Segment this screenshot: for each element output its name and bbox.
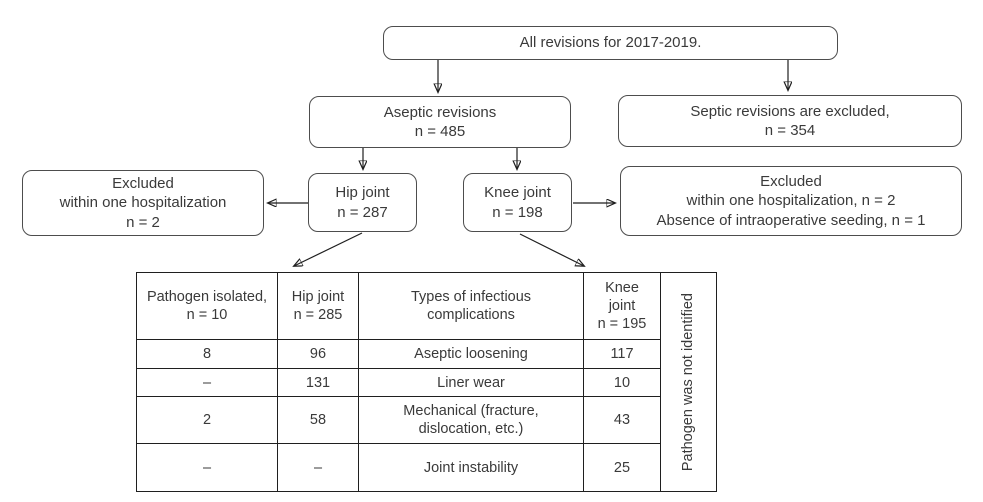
table-cell: Joint instability — [358, 443, 584, 493]
table-cell: – — [136, 443, 278, 493]
table-header-hip-joint: Hip joint n = 285 — [277, 271, 359, 341]
table-cell: – — [277, 443, 359, 493]
box-excluded-right: Excluded within one hospitalization, n =… — [620, 166, 962, 236]
box-hip-joint: Hip joint n = 287 — [308, 173, 417, 232]
table-cell: Aseptic loosening — [358, 339, 584, 370]
table-cell: Liner wear — [358, 368, 584, 398]
table-cell: 8 — [136, 339, 278, 370]
arrow-hip-to-table — [294, 232, 363, 266]
box-septic-revisions-excluded: Septic revisions are excluded, n = 354 — [618, 95, 962, 147]
table-cell: 96 — [277, 339, 359, 370]
table-cell: 25 — [583, 443, 661, 493]
table-cell: Mechanical (fracture, dislocation, etc.) — [358, 396, 584, 445]
table-cell: 58 — [277, 396, 359, 445]
pathogen-not-identified-label: Pathogen was not identified — [680, 293, 697, 472]
table-cell: – — [136, 368, 278, 398]
table-cell: 117 — [583, 339, 661, 370]
complications-table: Pathogen isolated, n = 10 Hip joint n = … — [136, 271, 717, 493]
arrow-knee-to-table — [519, 233, 584, 266]
table-header-complication-types: Types of infectious complications — [358, 271, 584, 341]
table-header-knee-joint: Knee joint n = 195 — [583, 271, 661, 341]
table-side-label-cell: Pathogen was not identified — [660, 271, 717, 493]
table-row: 2 58 Mechanical (fracture, dislocation, … — [136, 396, 717, 445]
table-row: 8 96 Aseptic loosening 117 — [136, 339, 717, 370]
table-cell: 10 — [583, 368, 661, 398]
table-cell: 131 — [277, 368, 359, 398]
table-header-row: Pathogen isolated, n = 10 Hip joint n = … — [136, 271, 717, 493]
box-all-revisions: All revisions for 2017-2019. — [383, 26, 838, 60]
table-header-pathogen-isolated: Pathogen isolated, n = 10 — [136, 271, 278, 341]
box-excluded-left: Excluded within one hospitalization n = … — [22, 170, 264, 236]
table-cell: 43 — [583, 396, 661, 445]
table-row: – – Joint instability 25 — [136, 443, 717, 493]
table-row: – 131 Liner wear 10 — [136, 368, 717, 398]
box-aseptic-revisions: Aseptic revisions n = 485 — [309, 96, 571, 148]
box-knee-joint: Knee joint n = 198 — [463, 173, 572, 232]
table-cell: 2 — [136, 396, 278, 445]
